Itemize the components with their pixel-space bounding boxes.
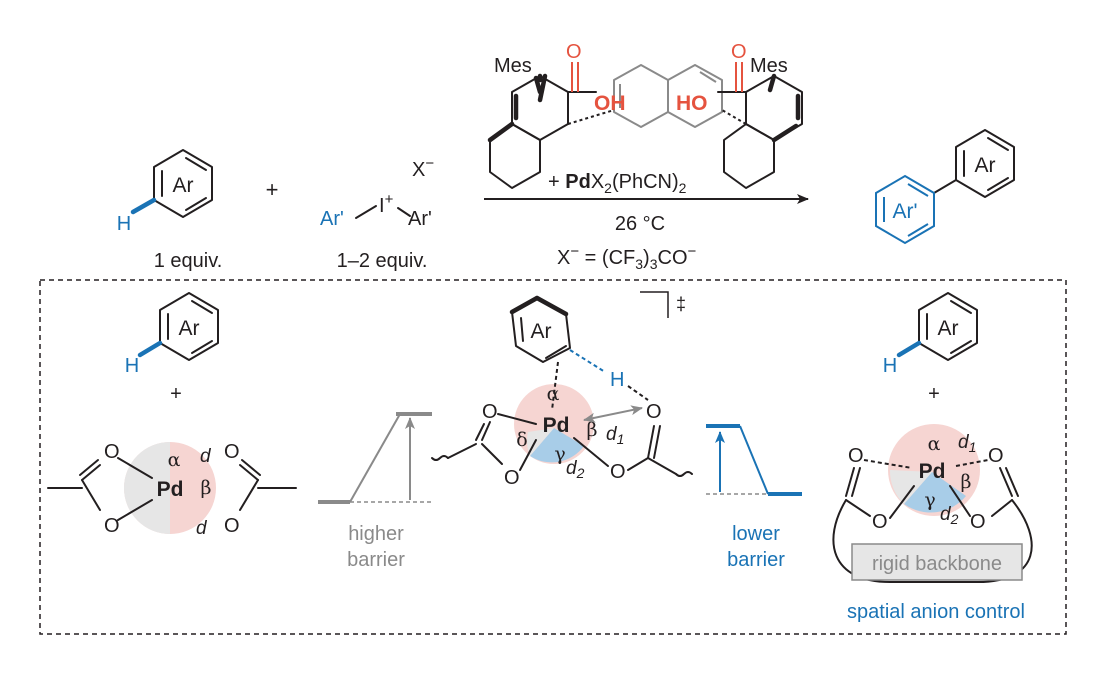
right-plus: + [928, 383, 940, 405]
catalyst-formula: + PdX2(PhCN)2 [548, 171, 687, 196]
ts-dagger: ‡ [676, 294, 686, 314]
left-arene: Ar H + [125, 292, 219, 405]
higher-barrier-diagram: higher barrier [318, 412, 432, 571]
ts-gamma: γ [554, 443, 565, 465]
right-arene-h: H [883, 355, 897, 377]
conv-d-bottom: d [196, 518, 208, 539]
new-d1: d1 [958, 432, 976, 455]
conv-beta: β [201, 477, 212, 499]
temperature-label: 26 °C [615, 213, 665, 235]
new-o-tl: O [848, 445, 864, 467]
ts-ar-label: Ar [531, 320, 552, 343]
ts-d2: d2 [566, 458, 585, 481]
arene-ar-label: Ar [173, 174, 194, 197]
conv-o-tr: O [224, 441, 240, 463]
iodonium-iodine: I+ [379, 191, 394, 217]
mes-right-label: Mes [750, 55, 788, 77]
iodonium-salt: X− Ar' I+ Ar' 1–2 equiv. [320, 155, 434, 272]
new-d2: d2 [940, 504, 959, 527]
iodonium-arp-right: Ar' [408, 208, 432, 230]
ts-alpha: α [547, 383, 560, 405]
lower-label-1: lower [732, 523, 780, 545]
transition-state: ‡ Ar H Pd α β γ δ d1 d2 O O [431, 291, 693, 489]
ts-h-label: H [610, 369, 624, 391]
left-arene-ar: Ar [179, 317, 200, 340]
right-arene-ar: Ar [938, 317, 959, 340]
product-ar-label: Ar [975, 154, 996, 177]
lower-label-2: barrier [727, 549, 785, 571]
iodonium-counterion: X− [412, 155, 434, 181]
equiv-2-label: 1–2 equiv. [337, 250, 428, 272]
arene-h-label: H [117, 213, 131, 235]
ts-o-left-bottom: O [504, 467, 520, 489]
conv-alpha: α [168, 449, 181, 471]
rigid-backbone-box [851, 543, 1023, 581]
designed-pd-complex: Pd α β γ d1 d2 O O O O rigid backbone sp… [832, 424, 1033, 623]
equiv-1-label: 1 equiv. [154, 250, 223, 272]
iodonium-arp-left: Ar' [320, 208, 344, 230]
mes-left-label: Mes [494, 55, 532, 77]
mechanism-panel [39, 279, 1067, 635]
ts-beta: β [587, 419, 598, 441]
ts-delta: δ [516, 429, 527, 451]
dicarboxylic-acid-ligand: Mes O OH Mes O HO [487, 41, 803, 189]
new-o-tr: O [988, 445, 1004, 467]
spatial-anion-label: spatial anion control [847, 601, 1025, 623]
conv-d-top: d [200, 446, 212, 467]
ts-o-left-top: O [482, 401, 498, 423]
new-o-br: O [970, 511, 986, 533]
ligand-o-right: O [731, 41, 747, 63]
rigid-backbone-label: rigid backbone [872, 553, 1002, 575]
lower-barrier-diagram: lower barrier [706, 424, 802, 571]
plus-sign-1: + [266, 177, 279, 202]
biaryl-product: Ar Ar' [875, 129, 1015, 245]
new-pd-label: Pd [919, 460, 946, 483]
conventional-pd-complex: Pd α β d d O O O O [47, 441, 297, 539]
arene-substrate: Ar H 1 equiv. [117, 149, 223, 272]
ligand-oh-left: OH [594, 92, 626, 115]
new-gamma: γ [924, 489, 935, 511]
left-plus: + [170, 383, 182, 405]
conv-o-tl: O [104, 441, 120, 463]
new-beta: β [961, 471, 972, 493]
conv-o-br: O [224, 515, 240, 537]
ts-o-right-top: O [646, 401, 662, 423]
product-arp-label: Ar' [892, 200, 917, 223]
new-alpha: α [928, 433, 941, 455]
left-arene-h: H [125, 355, 139, 377]
higher-label-1: higher [348, 523, 404, 545]
ts-d1: d1 [606, 424, 624, 447]
ligand-ho-right: HO [676, 92, 708, 115]
ligand-o-left: O [566, 41, 582, 63]
conv-o-bl: O [104, 515, 120, 537]
higher-label-2: barrier [347, 549, 405, 571]
ts-pd-label: Pd [543, 414, 570, 437]
new-o-bl: O [872, 511, 888, 533]
right-arene: Ar H + [883, 292, 978, 405]
anion-definition: X− = (CF3)3CO− [557, 243, 697, 272]
conv-pd-label: Pd [157, 478, 184, 501]
ts-o-right-bottom: O [610, 461, 626, 483]
